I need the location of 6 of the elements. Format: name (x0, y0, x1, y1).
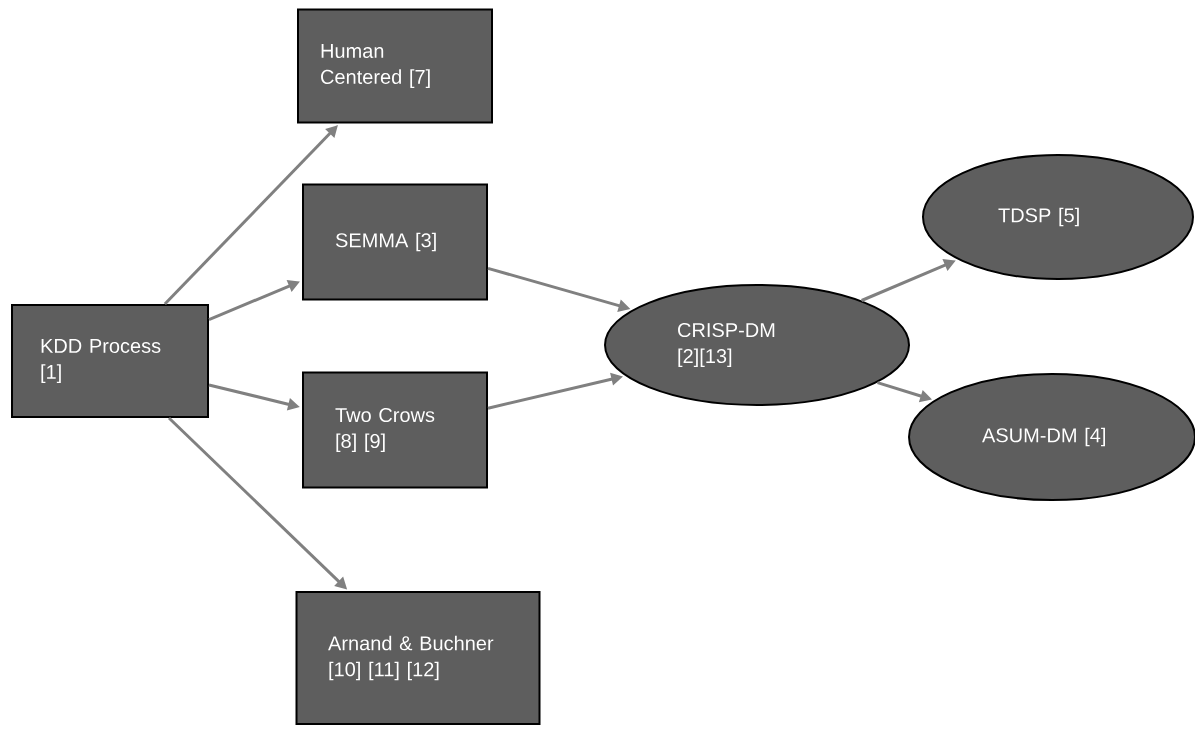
process-box: Human Centered [7] (297, 8, 493, 124)
process-box: Two Crows [8] [9] (302, 371, 488, 489)
process-box: KDD Process [1] (11, 304, 209, 418)
process-box: SEMMA [3] (302, 183, 488, 301)
process-box: Arnand & Buchner [10] [11] [12] (295, 591, 541, 725)
arrow (163, 125, 338, 306)
